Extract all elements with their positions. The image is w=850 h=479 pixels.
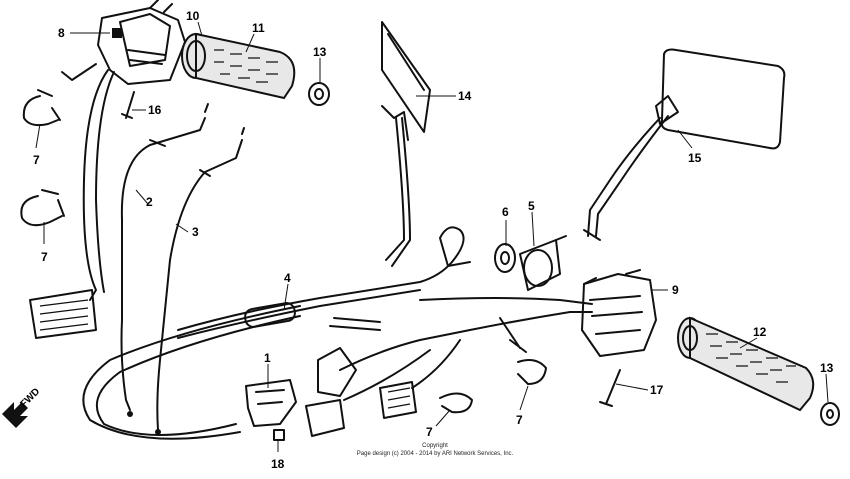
switch-cover (245, 379, 297, 427)
left-switch-harness (29, 63, 115, 339)
label-2: 2 (146, 195, 153, 209)
screw (121, 91, 135, 119)
label-13-bottom: 13 (820, 361, 834, 375)
label-15: 15 (688, 151, 702, 165)
copyright-line-2: Page design (c) 2004 - 2014 by ARI Netwo… (356, 451, 514, 457)
label-16: 16 (148, 103, 162, 117)
main-harness-loop (82, 305, 301, 440)
label-8: 8 (58, 26, 65, 40)
label-7-upper: 7 (33, 153, 40, 167)
label-7-lower: 7 (41, 250, 48, 264)
leader-lines (35, 21, 829, 452)
wire-bundle-connector (177, 226, 471, 339)
left-switch-housing (97, 0, 186, 85)
throttle-grip (181, 32, 296, 100)
left-mirror (381, 21, 431, 267)
small-screw (273, 429, 285, 441)
right-switch-housing (581, 269, 657, 357)
label-10: 10 (186, 9, 200, 23)
label-7-center: 7 (426, 425, 433, 439)
label-6: 6 (502, 205, 509, 219)
cable-clamp-bottom-right (517, 359, 547, 385)
grip-end-bottom (820, 402, 840, 426)
label-5: 5 (528, 199, 535, 213)
part-labels: 8 10 11 13 14 15 16 7 2 3 7 6 5 4 9 12 1… (33, 9, 834, 471)
label-4: 4 (284, 271, 291, 285)
throttle-pulley (519, 235, 567, 291)
cable-clamp-lower (20, 189, 65, 227)
label-13-top: 13 (313, 45, 327, 59)
label-12: 12 (753, 325, 767, 339)
copyright-line-1: Copyright (422, 443, 448, 449)
right-switch-harness (419, 297, 593, 353)
right-mirror (583, 48, 786, 241)
label-14: 14 (458, 89, 472, 103)
label-3: 3 (192, 225, 199, 239)
label-17: 17 (650, 383, 664, 397)
label-7-right: 7 (516, 413, 523, 427)
connector-cluster (305, 317, 471, 437)
label-18: 18 (271, 457, 285, 471)
cable-clamp-upper (22, 89, 61, 127)
long-screw (599, 369, 621, 407)
copyright-notice: Copyright Page design (c) 2004 - 2014 by… (330, 442, 540, 458)
label-9: 9 (672, 283, 679, 297)
label-11: 11 (252, 21, 265, 35)
forward-direction-indicator: FWD (2, 386, 42, 428)
grip-end-top (308, 82, 330, 106)
right-grip (677, 316, 815, 412)
throttle-cable (120, 103, 209, 417)
clutch-cable (155, 127, 245, 435)
fwd-label: FWD (18, 386, 42, 410)
cable-clamp-bottom-center (439, 392, 473, 414)
label-1: 1 (264, 351, 271, 365)
collar (494, 243, 516, 273)
